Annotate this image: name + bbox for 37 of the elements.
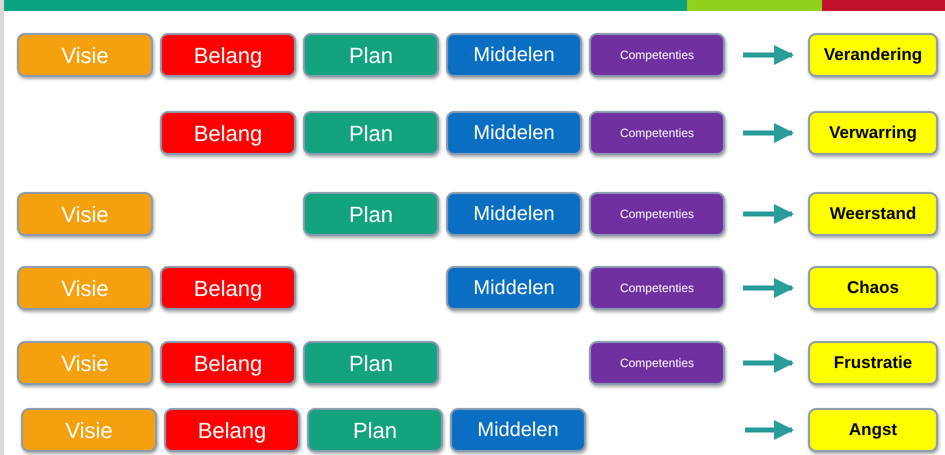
vision-box: Visie [17,266,153,310]
skills-box: Competenties [589,33,725,77]
result-box: Weerstand [808,192,938,236]
arrow [743,204,794,224]
result-box: Angst [808,408,938,452]
resources-box: Middelen [446,192,582,236]
result-box: Verandering [808,33,938,77]
vision-box: Visie [17,192,153,236]
resources-box: Middelen [446,111,582,155]
result-box: Verwarring [808,111,938,155]
arrow [743,123,794,143]
vision-box: Visie [17,33,153,77]
vision-box: Visie [17,341,153,385]
arrow [745,420,794,440]
skills-box: Competenties [589,192,725,236]
skills-box: Competenties [589,111,725,155]
plan-box: Plan [303,341,439,385]
resources-box: Middelen [446,33,582,77]
arrow [743,45,794,65]
resources-box: Middelen [450,408,586,452]
plan-box: Plan [303,192,439,236]
plan-box: Plan [303,111,439,155]
result-box: Chaos [808,266,938,310]
result-box: Frustratie [808,341,938,385]
resources-box: Middelen [446,266,582,310]
skills-box: Competenties [589,266,725,310]
plan-box: Plan [303,33,439,77]
interest-box: Belang [160,111,296,155]
skills-box: Competenties [589,341,725,385]
arrow [743,278,794,298]
interest-box: Belang [164,408,300,452]
arrow [743,353,794,373]
interest-box: Belang [160,33,296,77]
interest-box: Belang [160,266,296,310]
interest-box: Belang [160,341,296,385]
plan-box: Plan [307,408,443,452]
vision-box: Visie [21,408,157,452]
